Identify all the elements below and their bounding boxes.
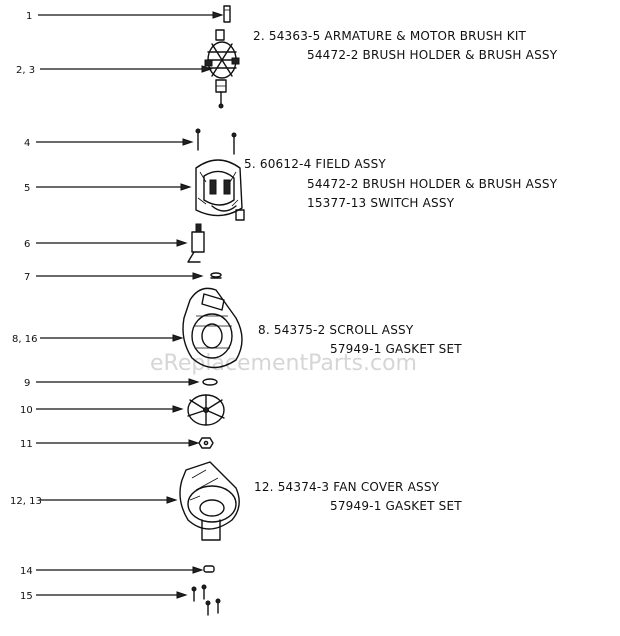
label-scroll-assy: 8. 54375-2 SCROLL ASSY xyxy=(258,323,414,337)
callout-11: 11 xyxy=(20,439,33,450)
part-12-fan-cover xyxy=(179,461,240,541)
label-brush-holder-a: 54472-2 BRUSH HOLDER & BRUSH ASSY xyxy=(307,48,558,62)
label-field-assy: 5. 60612-4 FIELD ASSY xyxy=(244,157,386,171)
part-11-nut xyxy=(198,437,214,449)
part-6-switch xyxy=(187,223,205,263)
label-armature-kit: 2. 54363-5 ARMATURE & MOTOR BRUSH KIT xyxy=(253,29,527,43)
label-brush-holder-b: 54472-2 BRUSH HOLDER & BRUSH ASSY xyxy=(307,177,558,191)
callout-5: 5 xyxy=(24,183,30,194)
callout-4: 4 xyxy=(24,138,30,149)
part-4-screws xyxy=(195,128,237,155)
part-14-cap xyxy=(203,565,215,573)
callout-2-3: 2, 3 xyxy=(16,65,35,76)
part-8-scroll-assy xyxy=(182,287,243,369)
callout-15: 15 xyxy=(20,591,33,602)
callout-7: 7 xyxy=(24,272,30,283)
part-7-washer xyxy=(210,272,222,279)
callout-14: 14 xyxy=(20,566,33,577)
part-15-screws xyxy=(191,584,221,616)
label-fan-cover-assy: 12. 54374-3 FAN COVER ASSY xyxy=(254,480,440,494)
callout-1: 1 xyxy=(26,11,32,22)
callout-9: 9 xyxy=(24,378,30,389)
callout-6: 6 xyxy=(24,239,30,250)
part-10-fan xyxy=(187,394,225,426)
part-9-gasket xyxy=(202,378,218,386)
part-1-cap xyxy=(223,5,231,23)
label-gasket-set-b: 57949-1 GASKET SET xyxy=(330,499,462,513)
label-switch-assy: 15377-13 SWITCH ASSY xyxy=(307,196,455,210)
watermark: eReplacementParts.com xyxy=(150,351,417,376)
part-5-field-assy xyxy=(195,159,245,221)
callout-8-16: 8, 16 xyxy=(12,334,37,345)
part-2-armature xyxy=(204,29,240,109)
label-gasket-set-a: 57949-1 GASKET SET xyxy=(330,342,462,356)
callout-12-13: 12, 13 xyxy=(10,496,42,507)
callout-10: 10 xyxy=(20,405,33,416)
leader-lines xyxy=(36,11,224,599)
